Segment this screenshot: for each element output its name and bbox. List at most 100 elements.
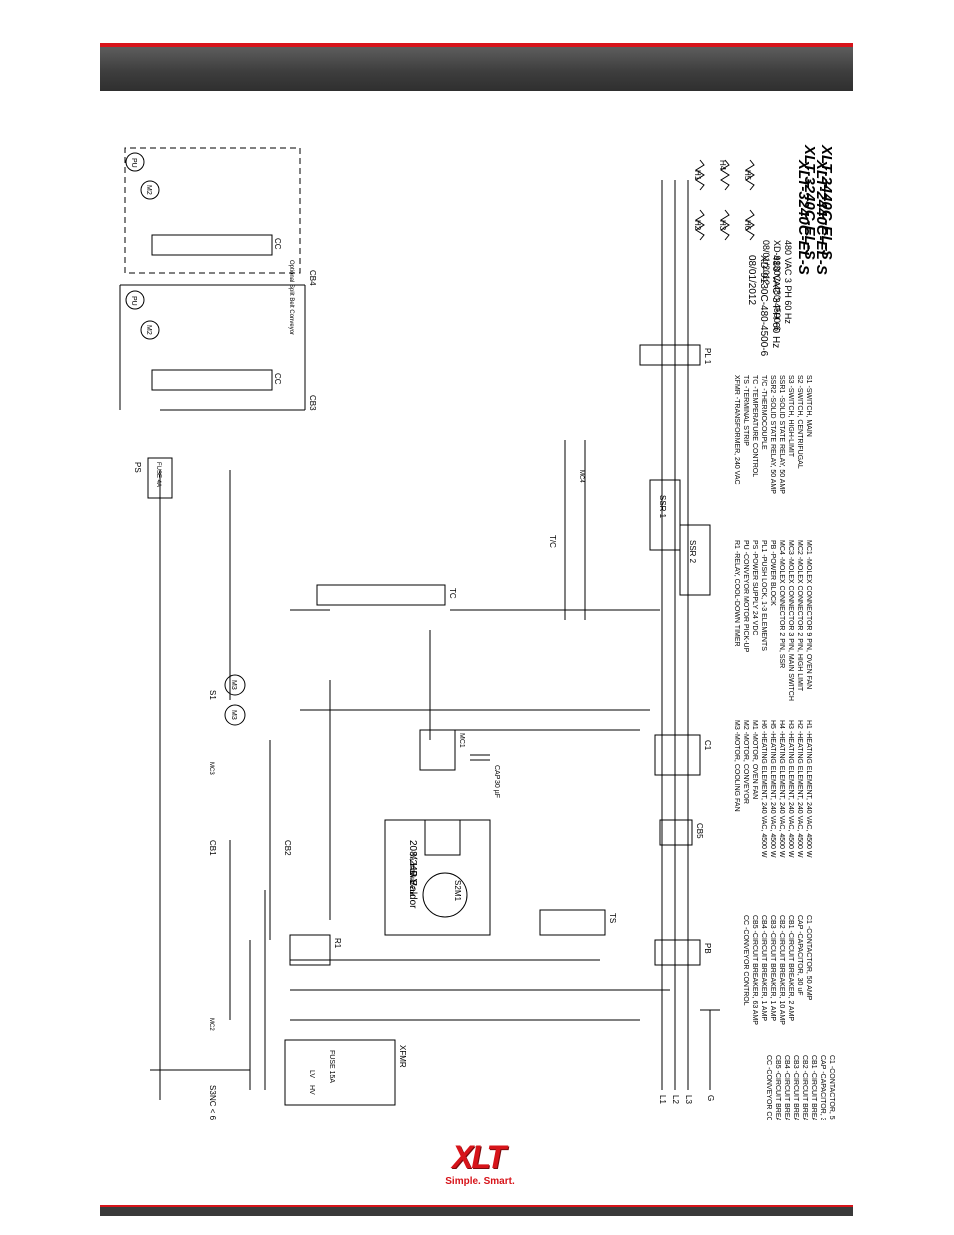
cc-bot-r bbox=[151, 369, 273, 391]
fuse15-text: FUSE 15A bbox=[328, 1050, 335, 1083]
legend-item: M1 -MOTOR, OVEN FAN bbox=[751, 720, 758, 800]
legend-col1: C1 -CONTACTOR, 50 AMP CAP -CAPACITOR, 30… bbox=[765, 1055, 835, 1120]
h2-text: H2 bbox=[693, 220, 702, 231]
pu-text-2: PU bbox=[130, 296, 137, 306]
legend-item: CAP -CAPACITOR, 30 uF bbox=[796, 915, 803, 996]
legend-col2: H1 -HEATING ELEMENT, 240 VAC, 4500 W H2 … bbox=[732, 720, 813, 910]
tc-text: TC bbox=[448, 588, 457, 599]
m2-text-2: M2 bbox=[145, 325, 152, 335]
mc1-r bbox=[419, 729, 456, 771]
xfmr-r bbox=[284, 1039, 396, 1106]
ts-text: TS bbox=[608, 913, 617, 923]
lv-text: LV bbox=[308, 1070, 315, 1078]
xlt-logo: XLT Simple. Smart. bbox=[430, 1140, 530, 1192]
xfmr-text: XFMR bbox=[398, 1045, 407, 1068]
pl1-r bbox=[639, 344, 701, 366]
l1-text: L1 bbox=[658, 1095, 667, 1104]
model-line1: XLT-2440C-EL-S bbox=[813, 159, 830, 275]
cc-top-text: CC bbox=[273, 238, 282, 250]
optional-box-r bbox=[124, 147, 301, 274]
pu-text-1: PU bbox=[130, 158, 137, 168]
power: 480 VAC 3 PH 60 Hz bbox=[783, 240, 793, 324]
s2-text: S2 bbox=[453, 880, 462, 890]
mc1b-r bbox=[424, 819, 461, 856]
legend-item: PS -POWER SUPPLY 24 VDC bbox=[751, 540, 758, 636]
l3-text: L3 bbox=[684, 1095, 693, 1104]
logo-wordmark: XLT bbox=[451, 1139, 506, 1175]
legend-col4: S1 -SWITCH, MAIN S2 -SWITCH, CENTRIFUGAL… bbox=[732, 375, 813, 545]
cap-val-text: 30 µF bbox=[493, 780, 500, 798]
legend-panel: XLT-2440C-EL-S XLT-3240C-EL-S 480 VAC 3 … bbox=[720, 135, 835, 1115]
legend-item: CB3 -CIRCUIT BREAKER, 1 AMP bbox=[792, 1055, 799, 1120]
ssr2-text: SSR 2 bbox=[688, 540, 697, 564]
legend-item: PU -CONVEYOR MOTOR PICK-UP bbox=[742, 540, 749, 653]
ssr2-r bbox=[679, 524, 711, 596]
m3b-text: M3 bbox=[230, 710, 237, 720]
legend-item: MC3 -MOLEX CONNECTOR 3 PIN, MAIN SWITCH bbox=[787, 540, 794, 701]
c1-text: C1 bbox=[703, 740, 712, 751]
rotated-schematic-layer: CC CC Optional Split Belt Conveyor PU M2… bbox=[105, 140, 850, 1120]
legend-item: CB5 -CIRCUIT BREAKER, 63 AMP bbox=[774, 1055, 781, 1120]
legend-item: MC1 -MOLEX CONNECTOR 9 PIN, OVEN FAN bbox=[805, 540, 812, 690]
legend-item: M2 -MOTOR, CONVEYOR bbox=[742, 720, 749, 804]
legend-item: SSR1 -SOLID STATE RELAY, 50 AMP bbox=[778, 375, 785, 494]
legend-item: TC -TEMPERATURE CONTROL bbox=[751, 375, 758, 478]
legend-item: CB4 -CIRCUIT BREAKER, 1 AMP bbox=[760, 915, 767, 1022]
page-header-bar bbox=[100, 43, 853, 91]
m1-text: M1 bbox=[453, 890, 462, 902]
cc-top-r bbox=[151, 234, 273, 256]
motor-v-text: 208/240 V bbox=[407, 840, 418, 886]
legend-item: R1 -RELAY, COOL-DOWN TIMER bbox=[733, 540, 740, 647]
legend-item: CB4 -CIRCUIT BREAKER, 1 AMP bbox=[783, 1055, 790, 1120]
cb4-text: CB4 bbox=[308, 270, 317, 286]
legend-item: SSR2 -SOLID STATE RELAY, 50 AMP bbox=[769, 375, 776, 494]
legend-item: M3 -MOTOR, COOLING FAN bbox=[733, 720, 740, 812]
cb5-r bbox=[659, 819, 693, 846]
motor-end-text: Shaft End bbox=[408, 870, 414, 896]
mc2-text: MC2 bbox=[208, 1018, 214, 1031]
model-line2: XLT-3240C-EL-S bbox=[795, 159, 812, 275]
legend-item: CAP -CAPACITOR, 30 uF bbox=[819, 1055, 826, 1120]
legend-item: PB -POWER BLOCK bbox=[769, 540, 776, 606]
mc3-text: MC3 bbox=[208, 762, 214, 775]
legend-item: H2 -HEATING ELEMENT, 240 VAC, 4500 W bbox=[796, 720, 803, 858]
c1-r bbox=[654, 734, 701, 776]
legend-item: XFMR -TRANSFORMER, 240 VAC bbox=[733, 375, 740, 485]
drawing-number: XD-9130C-480-4500-6 bbox=[758, 255, 769, 357]
legend-item: S1 -SWITCH, MAIN bbox=[805, 375, 812, 437]
legend-item: CB2 -CIRCUIT BREAKER, 10 AMP bbox=[801, 1055, 808, 1120]
page-footer-bar bbox=[100, 1205, 853, 1216]
legend-item: CB5 -CIRCUIT BREAKER, 63 AMP bbox=[751, 915, 758, 1025]
legend-item: CC -CONVEYOR CONTROL bbox=[765, 1055, 772, 1120]
cb3-text: CB3 bbox=[308, 395, 317, 411]
ps-text: PS bbox=[133, 462, 142, 473]
legend-item: H4 -HEATING ELEMENT, 240 VAC, 4500 W bbox=[778, 720, 785, 858]
logo-tagline: Simple. Smart. bbox=[445, 1176, 515, 1187]
s3-text: S3 bbox=[208, 1085, 217, 1095]
legend-rotator: XLT-2440C-EL-S XLT-3240C-EL-S 480 VAC 3 … bbox=[720, 135, 835, 1115]
optional-text: Optional Split Belt Conveyor bbox=[288, 260, 294, 335]
ts-r bbox=[539, 909, 606, 936]
h1-text: H1 bbox=[693, 170, 702, 181]
h6-text: H6 bbox=[743, 220, 752, 231]
s3-desc-text: NC < 600°F bbox=[208, 1095, 217, 1120]
legend-col1: C1 -CONTACTOR, 50 AMP CAP -CAPACITOR, 30… bbox=[741, 915, 813, 1105]
legend-item: H3 -HEATING ELEMENT, 240 VAC, 4500 W bbox=[787, 720, 794, 858]
l2-text: L2 bbox=[671, 1095, 680, 1104]
cb2-text: CB2 bbox=[283, 840, 292, 856]
schematic-rotated-svg: CC CC Optional Split Belt Conveyor PU M2… bbox=[119, 147, 835, 1120]
m2-text-1: M2 bbox=[145, 185, 152, 195]
legend-item: TS -TERMINAL STRIP bbox=[742, 375, 749, 446]
ssr1-text: SSR 1 bbox=[658, 495, 667, 519]
legend-item: CC -CONVEYOR CONTROL bbox=[742, 915, 749, 1006]
cap-text: CAP bbox=[493, 765, 500, 780]
motor-r bbox=[384, 819, 491, 936]
legend-item: C1 -CONTACTOR, 50 AMP bbox=[805, 915, 812, 1001]
drawing: XD-9130C-480-4500-6 bbox=[772, 240, 782, 332]
legend-item: CB2 -CIRCUIT BREAKER, 10 AMP bbox=[778, 915, 785, 1025]
legend-item: MC4 -MOLEX CONNECTOR 2 PIN, SSR bbox=[778, 540, 785, 669]
title-models: XLT-2440C-EL-S XLT-3240C-EL-S 480 VAC 3 … bbox=[760, 145, 835, 345]
cb5-text: CB5 bbox=[695, 823, 704, 839]
tcprobe-text: T/C bbox=[548, 535, 557, 548]
legend-item: CB1 -CIRCUIT BREAKER, 2 AMP bbox=[810, 1055, 817, 1120]
